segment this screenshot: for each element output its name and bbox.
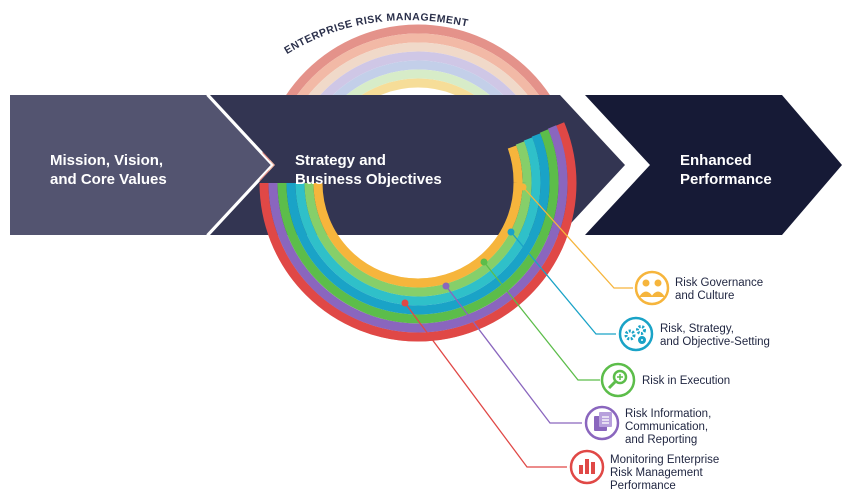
label-information-line1: Risk Information, (625, 408, 711, 420)
document-icon (594, 412, 612, 431)
arrow-mission-line2: and Core Values (50, 171, 167, 188)
label-execution-line1: Risk in Execution (642, 375, 730, 387)
arrow-performance-line1: Enhanced (680, 152, 752, 169)
arrow-mission (10, 95, 272, 235)
label-information-line3: and Reporting (625, 434, 697, 446)
label-monitoring-line1: Monitoring Enterprise (610, 454, 719, 466)
label-monitoring-line2: Risk Management (610, 467, 703, 479)
component-execution (600, 362, 636, 398)
component-information (584, 405, 620, 441)
leader-lines (404, 186, 633, 468)
arrow-strategy-line2: Business Objectives (295, 171, 442, 188)
leader-dots (401, 183, 527, 307)
label-information-line2: Communication, (625, 421, 708, 433)
label-monitoring-line3: Performance (610, 480, 676, 491)
arrow-mission-line1: Mission, Vision, (50, 152, 163, 169)
component-strategy (618, 316, 654, 352)
label-governance-line1: Risk Governance (675, 277, 763, 289)
bar-chart-icon (579, 459, 595, 474)
component-governance (634, 270, 670, 306)
arrow-performance (585, 95, 842, 235)
rings-front (259, 122, 577, 342)
gears-icon (624, 325, 646, 344)
arrow-strategy-line1: Strategy and (295, 152, 386, 169)
component-monitoring (569, 449, 605, 485)
label-strategy-line2: and Objective-Setting (660, 336, 770, 348)
magnifier-icon (607, 369, 628, 390)
label-governance-line2: and Culture (675, 290, 734, 302)
arrow-performance-line2: Performance (680, 171, 772, 188)
people-icon (639, 279, 665, 297)
label-strategy-line1: Risk, Strategy, (660, 323, 734, 335)
